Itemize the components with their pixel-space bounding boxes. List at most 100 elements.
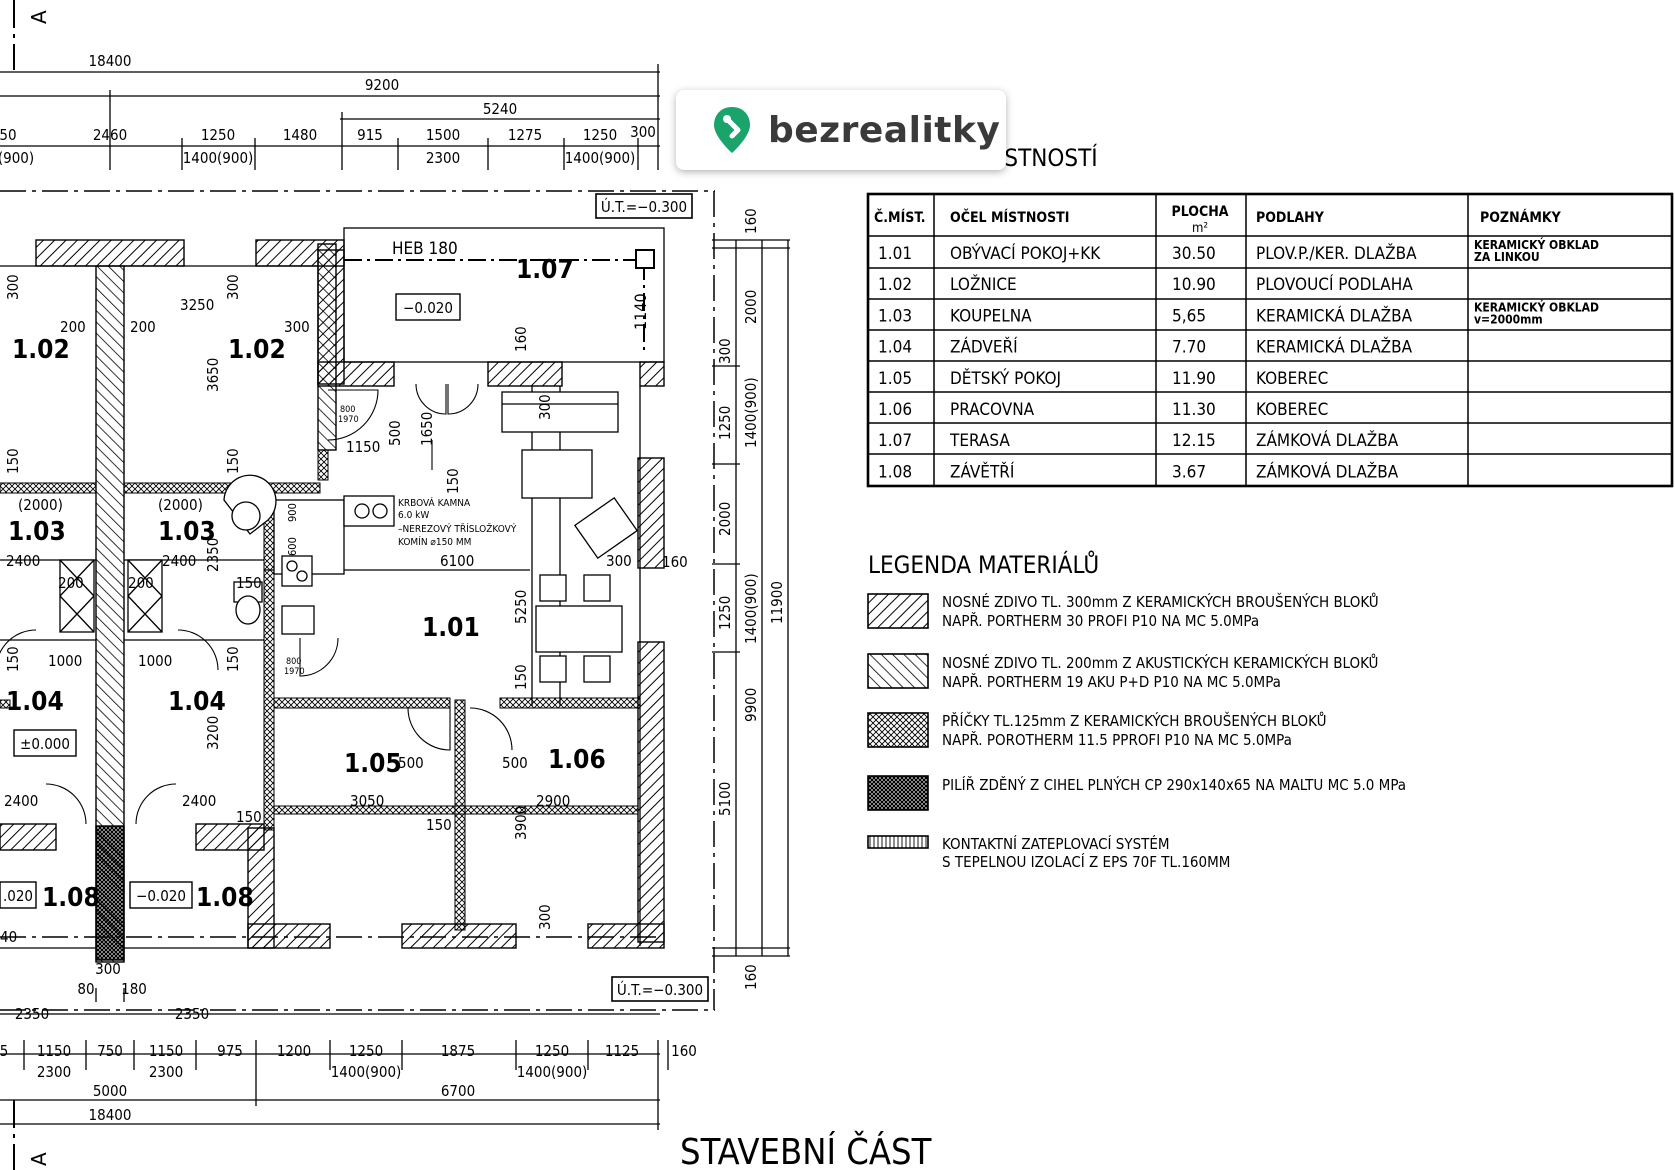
legend-2-line1: NOSNÉ ZDIVO TL. 200mm Z AKUSTICKÝCH KERA…	[942, 653, 1378, 672]
note-1140: 1140	[631, 293, 650, 330]
dim-top-o3: 1400(900)	[565, 149, 636, 167]
room-row-floor: PLOVOUCÍ PODLAHA	[1256, 273, 1413, 295]
legend-swatch-200	[867, 653, 929, 689]
dim-right-o2: 1400(900)	[742, 573, 760, 644]
room-row-note2: v=2000mm	[1474, 312, 1543, 326]
note-300c: 300	[224, 274, 242, 300]
legend-5-line1: KONTAKTNÍ ZATEPLOVACÍ SYSTÉM	[942, 834, 1170, 853]
dim-right-2000: 2000	[716, 502, 734, 536]
axis-outline	[0, 190, 715, 1011]
th-notes: POZNÁMKY	[1480, 209, 1562, 226]
dim-top-c3: 1480	[283, 126, 317, 144]
room-1-03a: 1.03	[8, 517, 66, 547]
dim-pier-80: 80	[77, 980, 94, 998]
room-row-name: PRACOVNA	[950, 400, 1035, 420]
dim-top-o0: (900)	[0, 149, 34, 167]
note-6100: 6100	[440, 552, 474, 570]
room-row-name: LOŽNICE	[950, 273, 1017, 295]
room-row-id: 1.04	[878, 338, 912, 358]
dim-bottom-s2: 1400(900)	[331, 1063, 402, 1081]
room-row-name: TERASA	[949, 431, 1010, 451]
room-row-floor: ZÁMKOVÁ DLAŽBA	[1256, 429, 1399, 451]
note-2000a: (2000)	[18, 496, 63, 514]
dim-top-9200: 9200	[365, 76, 399, 94]
room-row-name: DĚTSKÝ POKOJ	[950, 367, 1061, 389]
dim-right-160-mid: 160	[662, 553, 688, 571]
room-row-floor: ZÁMKOVÁ DLAŽBA	[1256, 460, 1399, 482]
note-160-terrace: 160	[512, 326, 530, 352]
dim-right-160a: 160	[742, 208, 760, 234]
level-ot-bottom-label: Ú.T.=−0.300	[617, 980, 703, 999]
note-1000b: 1000	[138, 652, 172, 670]
note-300e: 300	[606, 552, 632, 570]
note-150c: 150	[236, 574, 262, 592]
legend-3-line1: PŘÍČKY TL.125mm Z KERAMICKÝCH BROUŠENÝCH…	[942, 711, 1326, 730]
note-heb: HEB 180	[392, 239, 458, 259]
dim-bottom-c3: 1150	[149, 1042, 183, 1060]
th-area: PLOCHA	[1172, 204, 1229, 220]
legend-swatch-125	[867, 712, 929, 748]
dim-bottom-c0: 5	[0, 1042, 8, 1060]
dim-top-c1: 2460	[93, 126, 127, 144]
kamna-2: 6.0 kW	[398, 510, 429, 521]
dim-bottom-2350a: 2350	[15, 1005, 49, 1023]
level-vest-left: .020	[3, 887, 33, 905]
brand-badge[interactable]: bezrealitky	[676, 90, 1006, 170]
room-row-floor: KERAMICKÁ DLAŽBA	[1256, 304, 1413, 326]
legend-swatch-pier	[867, 775, 929, 811]
note-150e: 150	[224, 646, 242, 672]
dim-right-5100: 5100	[716, 782, 734, 816]
dim-top-c2: 1250	[201, 126, 235, 144]
legend-4-line1: PILÍŘ ZDĚNÝ Z CIHEL PLNÝCH CP 290x140x65…	[942, 775, 1406, 794]
dim-bottom-s1: 2300	[149, 1063, 183, 1081]
kamna-4: KOMÍN ⌀150 MM	[398, 535, 471, 548]
note-3650: 3650	[204, 358, 222, 392]
room-row-area: 30.50	[1172, 244, 1216, 264]
note-300f: 300	[536, 904, 554, 930]
dim-bottom-c10: 160	[671, 1042, 697, 1060]
dim-top-o2: 2300	[426, 149, 460, 167]
note-1650: 1650	[418, 412, 436, 446]
legend-1-line2: NAPŘ. PORTHERM 30 PROFI P10 NA MC 5.0MPa	[942, 611, 1259, 630]
furniture	[59, 391, 639, 683]
room-row-area: 7.70	[1172, 338, 1206, 358]
room-row-name: ZÁDVEŘÍ	[950, 336, 1018, 358]
note-40: 40	[0, 928, 17, 946]
note-150g: 150	[444, 468, 462, 494]
note-500b: 500	[398, 754, 424, 772]
note-300d: 300	[536, 394, 554, 420]
room-row-id: 1.05	[878, 369, 912, 389]
room-row-area: 11.30	[1172, 400, 1216, 420]
th-area-unit: m²	[1192, 221, 1208, 236]
dim-bottom-c7: 1875	[441, 1042, 475, 1060]
dim-right-300: 300	[716, 338, 734, 364]
section-letter-bottom: A	[27, 1152, 51, 1166]
note-2400b: 2400	[162, 552, 196, 570]
note-500a: 500	[386, 420, 404, 446]
room-row-area: 10.90	[1172, 275, 1216, 295]
dim-bottom-c6: 1250	[349, 1042, 383, 1060]
note-150i: 150	[426, 816, 452, 834]
room-1-04b: 1.04	[168, 687, 226, 717]
room-1-08b: 1.08	[196, 883, 254, 913]
note-2400c: 2400	[4, 792, 38, 810]
room-row-area: 5,65	[1172, 306, 1206, 326]
note-200c: 200	[58, 574, 84, 592]
note-200a: 200	[60, 318, 86, 336]
dim-right-160b: 160	[742, 964, 760, 990]
room-row-floor: PLOV.P./KER. DLAŽBA	[1256, 242, 1417, 264]
room-row-area: 3.67	[1172, 462, 1206, 482]
dim-pier-180: 180	[121, 980, 147, 998]
room-1-05: 1.05	[344, 749, 402, 779]
dim-bottom-2350b: 2350	[175, 1005, 209, 1023]
room-row-floor: KERAMICKÁ DLAŽBA	[1256, 336, 1413, 358]
walls-125	[0, 449, 641, 931]
note-200b: 200	[130, 318, 156, 336]
level-hall: ±0.000	[20, 735, 70, 753]
bottom-dimensions	[0, 988, 669, 1130]
th-name: OČEL MÍSTNOSTI	[950, 208, 1069, 226]
legend-5-line2: S TEPELNOU IZOLACÍ Z EPS 70F TL.160MM	[942, 852, 1230, 871]
room-row-area: 11.90	[1172, 369, 1216, 389]
room-row-id: 1.06	[878, 400, 912, 420]
